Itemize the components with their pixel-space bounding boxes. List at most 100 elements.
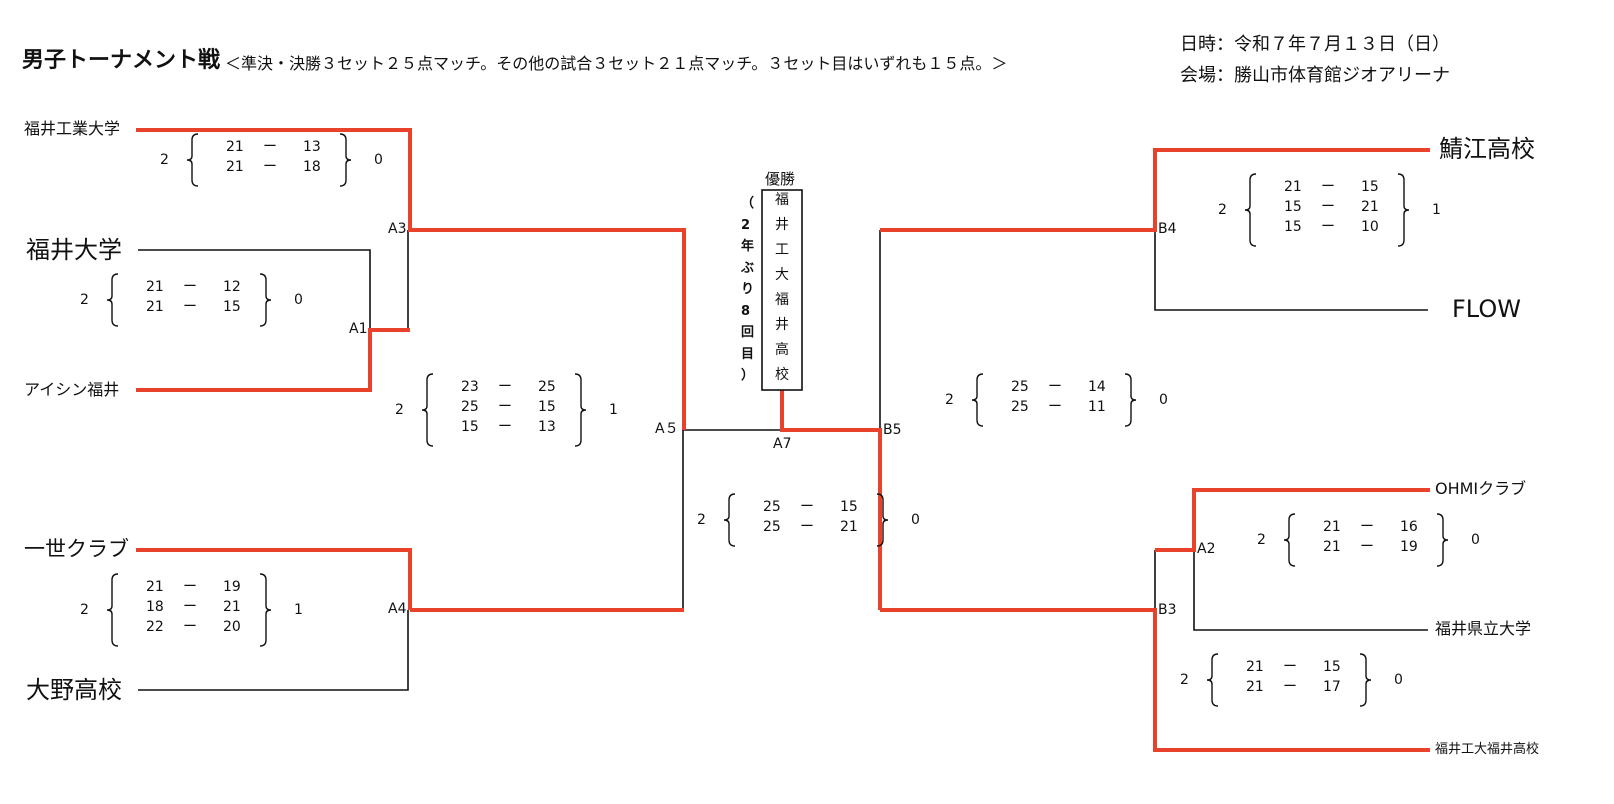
- set-score-left: 21: [1323, 519, 1341, 535]
- set-score-left: 25: [763, 499, 781, 515]
- win-fukui-kogyo: [136, 128, 686, 430]
- set-score-left: 25: [763, 519, 781, 535]
- set-score-left: 25: [461, 399, 479, 415]
- sets-won-left: 2: [1218, 202, 1227, 218]
- champion-note-char: ）: [741, 368, 755, 383]
- team-flow: FLOW: [1452, 295, 1521, 323]
- set-score-right: 20: [223, 619, 241, 635]
- team-ono: 大野高校: [26, 676, 122, 704]
- set-score-right: 12: [223, 279, 241, 295]
- set-score-left: 21: [1246, 679, 1264, 695]
- line-flow: [1154, 230, 1428, 311]
- champion-label: 優勝: [765, 170, 796, 188]
- team-fukui-univ: 福井大学: [26, 236, 122, 264]
- champion-note-char: 年: [741, 239, 755, 254]
- team-aisin: アイシン福井: [24, 380, 120, 399]
- set-dash: ー: [183, 299, 197, 315]
- set-dash: ー: [1360, 539, 1374, 555]
- node-a3: A3: [388, 221, 407, 237]
- set-score-right: 15: [223, 299, 241, 315]
- set-dash: ー: [263, 159, 277, 175]
- set-score-left: 25: [1011, 379, 1029, 395]
- sets-won-right: 0: [294, 292, 303, 308]
- champion-name-char: 福: [775, 292, 789, 308]
- team-issei: 一世クラブ: [24, 537, 129, 561]
- set-score-left: 25: [1011, 399, 1029, 415]
- set-score-left: 21: [1246, 659, 1264, 675]
- match-rules: ＜準決・決勝３セット２５点マッチ。その他の試合３セット２１点マッチ。３セット目は…: [225, 54, 1008, 73]
- set-score-left: 21: [1284, 179, 1302, 195]
- champion-note-char: 8: [741, 303, 751, 319]
- set-dash: ー: [1283, 659, 1297, 675]
- node-a2: A2: [1197, 541, 1216, 557]
- sets-won-right: 0: [911, 512, 920, 528]
- sets-won-right: 0: [374, 152, 383, 168]
- set-score-right: 13: [538, 419, 556, 435]
- set-dash: ー: [1321, 199, 1335, 215]
- champion-note-char: り: [741, 282, 755, 297]
- set-score-right: 15: [840, 499, 858, 515]
- set-score-right: 15: [1323, 659, 1341, 675]
- set-score-left: 15: [1284, 199, 1302, 215]
- set-dash: ー: [800, 499, 814, 515]
- node-a7: A7: [773, 436, 792, 452]
- champion-name-char: 校: [775, 367, 789, 383]
- set-score-right: 15: [538, 399, 556, 415]
- champion-name-char: 大: [775, 267, 789, 283]
- sets-won-left: 2: [80, 602, 89, 618]
- champion-name-char: 高: [775, 342, 789, 358]
- set-score-left: 15: [461, 419, 479, 435]
- team-sabae: 鯖江高校: [1439, 135, 1535, 163]
- sets-won-right: 1: [1432, 202, 1441, 218]
- set-score-left: 21: [226, 139, 244, 155]
- team-ohmi: OHMIクラブ: [1435, 479, 1527, 498]
- set-dash: ー: [498, 399, 512, 415]
- set-dash: ー: [183, 619, 197, 635]
- team-kodai-fukui: 福井工大福井高校: [1435, 742, 1540, 757]
- set-score-left: 23: [461, 379, 479, 395]
- set-score-left: 21: [146, 579, 164, 595]
- node-b5: B5: [883, 422, 902, 438]
- sets-won-right: 1: [294, 602, 303, 618]
- node-a1: A1: [349, 321, 368, 337]
- set-score-right: 19: [223, 579, 241, 595]
- win-aisin: [136, 328, 410, 392]
- sets-won-left: 2: [1180, 672, 1189, 688]
- team-kenritsu: 福井県立大学: [1435, 619, 1532, 638]
- set-score-right: 11: [1088, 399, 1106, 415]
- win-ohmi: [1155, 488, 1430, 552]
- set-dash: ー: [498, 379, 512, 395]
- champion-box: [761, 189, 803, 391]
- set-dash: ー: [1048, 399, 1062, 415]
- champion-note-char: 目: [741, 346, 755, 362]
- set-dash: ー: [183, 579, 197, 595]
- win-final: [780, 390, 882, 610]
- line-fukui-univ: [138, 249, 371, 330]
- node-b3: B3: [1158, 602, 1177, 618]
- team-fukui-kogyo: 福井工業大学: [24, 119, 121, 138]
- champion-name-char: 井: [775, 217, 789, 233]
- champion-name-char: 福: [775, 192, 789, 208]
- sets-won-right: 1: [609, 402, 618, 418]
- sets-won-right: 0: [1159, 392, 1168, 408]
- sets-won-right: 0: [1394, 672, 1403, 688]
- set-score-left: 22: [146, 619, 164, 635]
- set-score-right: 13: [303, 139, 321, 155]
- event-venue: 会場：勝山市体育館ジオアリーナ: [1180, 65, 1450, 86]
- set-score-right: 19: [1400, 539, 1418, 555]
- set-dash: ー: [1283, 679, 1297, 695]
- set-dash: ー: [263, 139, 277, 155]
- champion-note-char: 2: [741, 217, 751, 233]
- set-score-right: 21: [223, 599, 241, 615]
- sets-won-left: 2: [945, 392, 954, 408]
- set-dash: ー: [183, 599, 197, 615]
- page-title: 男子トーナメント戦: [22, 48, 221, 73]
- set-score-right: 18: [303, 159, 321, 175]
- set-score-right: 21: [840, 519, 858, 535]
- node-a5: A５: [655, 421, 679, 437]
- set-score-right: 10: [1361, 219, 1379, 235]
- set-dash: ー: [1321, 179, 1335, 195]
- node-a4: A4: [388, 601, 407, 617]
- set-dash: ー: [1321, 219, 1335, 235]
- node-b4: B4: [1158, 221, 1177, 237]
